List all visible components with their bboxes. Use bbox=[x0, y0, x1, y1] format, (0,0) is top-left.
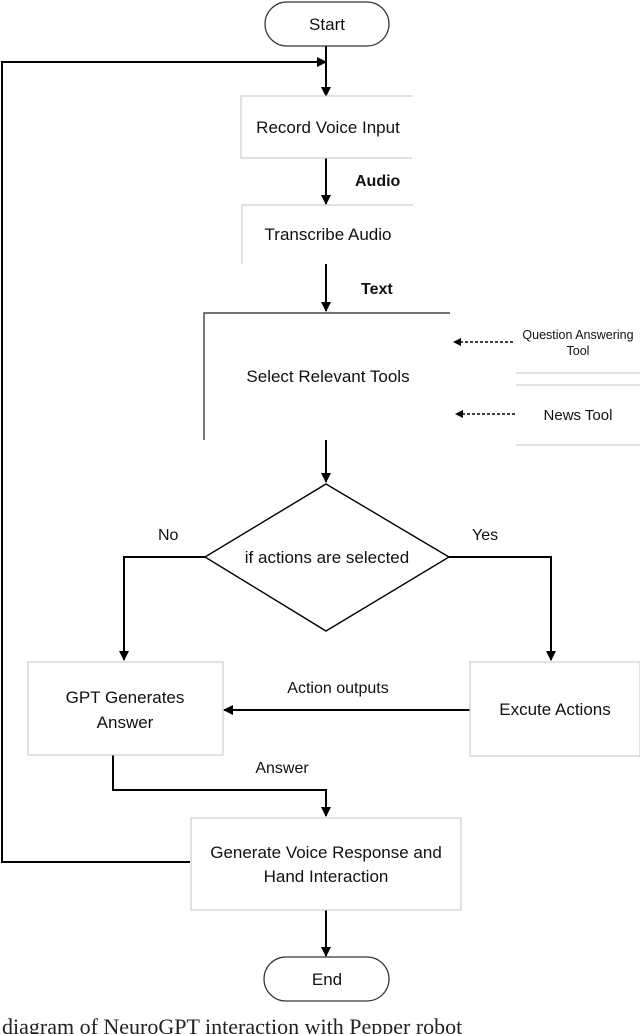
answer-label: Answer bbox=[255, 760, 309, 777]
select-node bbox=[203, 312, 450, 440]
yes-label: Yes bbox=[472, 527, 498, 544]
transcribe-label: Transcribe Audio bbox=[265, 225, 392, 244]
edge-decision-no bbox=[119, 556, 205, 661]
transcribe-node-border bbox=[241, 204, 413, 264]
gpt-label-1: GPT Generates bbox=[66, 688, 185, 707]
transcribe-node bbox=[242, 205, 413, 264]
end-node bbox=[263, 956, 390, 1002]
loop-back-edge bbox=[1, 57, 327, 863]
action-outputs-label: Action outputs bbox=[287, 680, 388, 697]
edge-gpt-voice bbox=[112, 755, 331, 817]
record-node-border bbox=[240, 95, 412, 159]
gpt-label-2: Answer bbox=[97, 713, 154, 732]
select-label: Select Relevant Tools bbox=[246, 367, 409, 386]
execute-node bbox=[469, 661, 640, 757]
qa-tool-label-1: Question Answering bbox=[522, 328, 633, 342]
end-label: End bbox=[312, 970, 342, 989]
gpt-node bbox=[27, 661, 224, 756]
qa-tool-label-2: Tool bbox=[567, 344, 590, 358]
audio-label: Audio bbox=[355, 173, 401, 190]
record-node bbox=[241, 96, 412, 158]
text-label: Text bbox=[361, 281, 393, 298]
no-label: No bbox=[158, 527, 179, 544]
start-label: Start bbox=[309, 15, 345, 34]
decision-label: if actions are selected bbox=[245, 548, 409, 567]
voice-label-2: Hand Interaction bbox=[264, 867, 389, 886]
execute-label: Excute Actions bbox=[499, 700, 611, 719]
edge-decision-yes bbox=[449, 556, 556, 661]
start-node bbox=[264, 1, 390, 47]
news-tool-label: News Tool bbox=[544, 407, 613, 424]
voice-node bbox=[190, 817, 462, 911]
voice-label-1: Generate Voice Response and bbox=[210, 843, 442, 862]
decision-node bbox=[203, 483, 451, 632]
record-label: Record Voice Input bbox=[256, 118, 400, 137]
figure-caption: diagram of NeuroGPT interaction with Pep… bbox=[2, 1014, 462, 1034]
